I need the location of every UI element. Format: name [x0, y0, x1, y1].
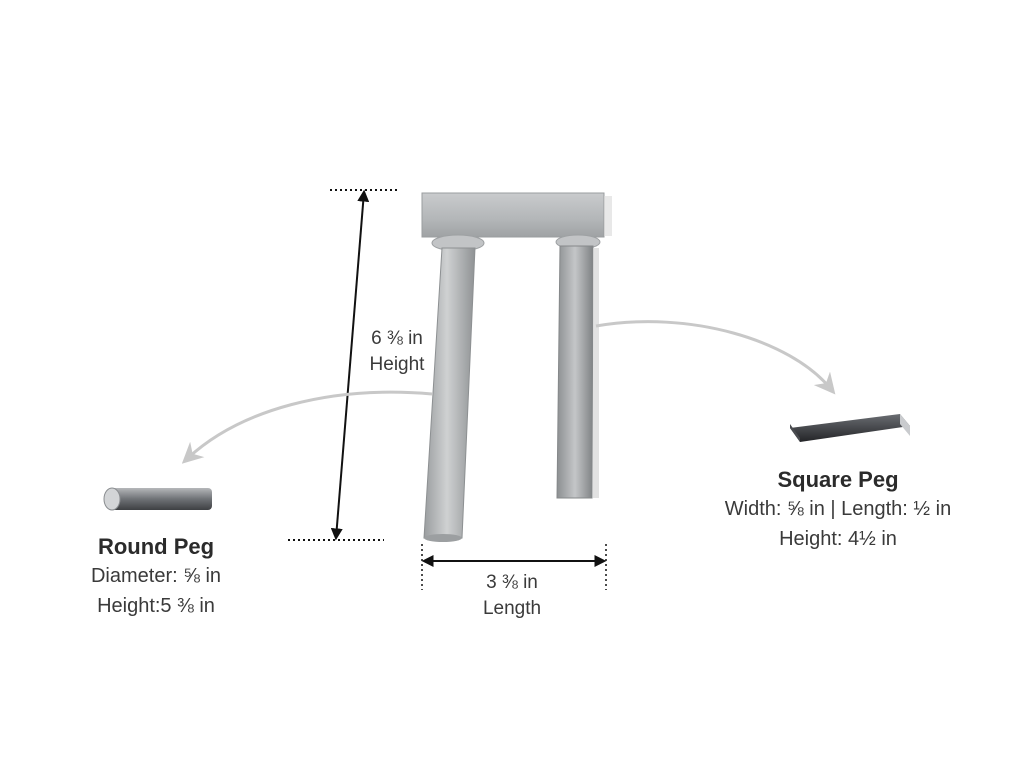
round-post-end — [424, 534, 462, 542]
length-value: 3 ⅜ in — [486, 572, 538, 593]
length-caption: Length — [482, 598, 542, 619]
length-dimension-label: 3 ⅜ in Length — [462, 570, 562, 622]
bracket-square-post — [556, 245, 594, 499]
height-value: 6 ⅜ in — [371, 328, 423, 349]
height-dimension — [288, 189, 398, 541]
bracket-top-bar-shadow — [604, 196, 612, 236]
square-post-shadow — [593, 248, 599, 498]
height-arrow-line — [330, 189, 370, 541]
bracket-illustration — [421, 192, 612, 542]
round-peg-illustration — [103, 487, 212, 511]
round-peg-title: Round Peg — [97, 534, 215, 559]
square-peg-info: Square Peg Width: ⅝ in | Length: ½ in He… — [688, 466, 988, 554]
round-peg-diameter: Diameter: ⅝ in — [90, 565, 222, 587]
round-peg-height: Height:5 ⅜ in — [97, 595, 215, 617]
square-peg-title: Square Peg — [777, 467, 899, 492]
height-dimension-label: 6 ⅜ in Height — [352, 326, 442, 378]
length-dimension — [421, 544, 607, 590]
square-peg-callout-arrow — [595, 320, 836, 395]
height-caption: Height — [369, 354, 425, 375]
round-peg-callout-arrow — [181, 390, 433, 464]
square-peg-illustration — [790, 414, 910, 442]
bracket-top-bar — [421, 192, 605, 238]
square-peg-dimensions: Width: ⅝ in | Length: ½ in — [724, 498, 952, 520]
square-peg-height: Height: 4½ in — [779, 528, 897, 550]
round-peg-info: Round Peg Diameter: ⅝ in Height:5 ⅜ in — [56, 533, 256, 621]
